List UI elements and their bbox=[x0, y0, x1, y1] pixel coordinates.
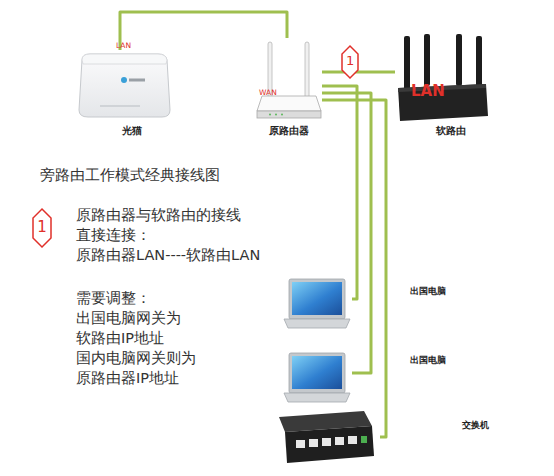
port-label: LAN bbox=[411, 82, 445, 100]
network-cable bbox=[322, 93, 371, 373]
soft-router-illustration bbox=[398, 34, 488, 121]
callout-number: 1 bbox=[37, 218, 47, 236]
device-label: 软路由 bbox=[411, 125, 491, 138]
device-label: 交换机 bbox=[462, 420, 522, 432]
note-line: 国内电脑网关则为 bbox=[76, 349, 196, 368]
device-node: 原路由器 bbox=[256, 38, 322, 120]
modem-illustration bbox=[79, 54, 170, 117]
device-label: 出国电脑 bbox=[410, 286, 470, 298]
note-line: 软路由IP地址 bbox=[76, 329, 164, 348]
note-line: 原路由器LAN----软路由LAN bbox=[76, 246, 260, 265]
device-label: 原路由器 bbox=[248, 125, 330, 138]
note-line: 需要调整： bbox=[76, 289, 151, 308]
network-cable bbox=[322, 71, 395, 74]
note-line: 原路由器与软路由的接线 bbox=[76, 206, 241, 225]
note-line: 直接连接： bbox=[76, 226, 151, 245]
device-node: 出国电脑 bbox=[282, 350, 352, 404]
port-label: LAN bbox=[116, 41, 131, 50]
laptop-illustration bbox=[284, 353, 350, 402]
device-node: 出国电脑 bbox=[282, 276, 352, 330]
callout-number: 1 bbox=[346, 53, 354, 68]
note-line: 出国电脑网关为 bbox=[76, 309, 181, 328]
laptop-illustration bbox=[284, 279, 350, 328]
device-node: 交换机 bbox=[276, 408, 380, 466]
device-label: 出国电脑 bbox=[410, 355, 470, 367]
diagram-title: 旁路由工作模式经典接线图 bbox=[40, 166, 220, 185]
network-cable bbox=[322, 86, 357, 299]
port-label: WAN bbox=[259, 88, 277, 97]
callout-badge bbox=[33, 209, 51, 247]
network-cable bbox=[120, 12, 287, 50]
note-line: 原路由器IP地址 bbox=[76, 369, 179, 388]
device-label: 光猫 bbox=[102, 125, 162, 138]
callout-badge bbox=[342, 46, 358, 78]
switch-illustration bbox=[279, 411, 374, 463]
device-node: 软路由 bbox=[395, 30, 490, 122]
device-node: 光猫 bbox=[72, 50, 172, 120]
router-illustration bbox=[257, 42, 321, 118]
